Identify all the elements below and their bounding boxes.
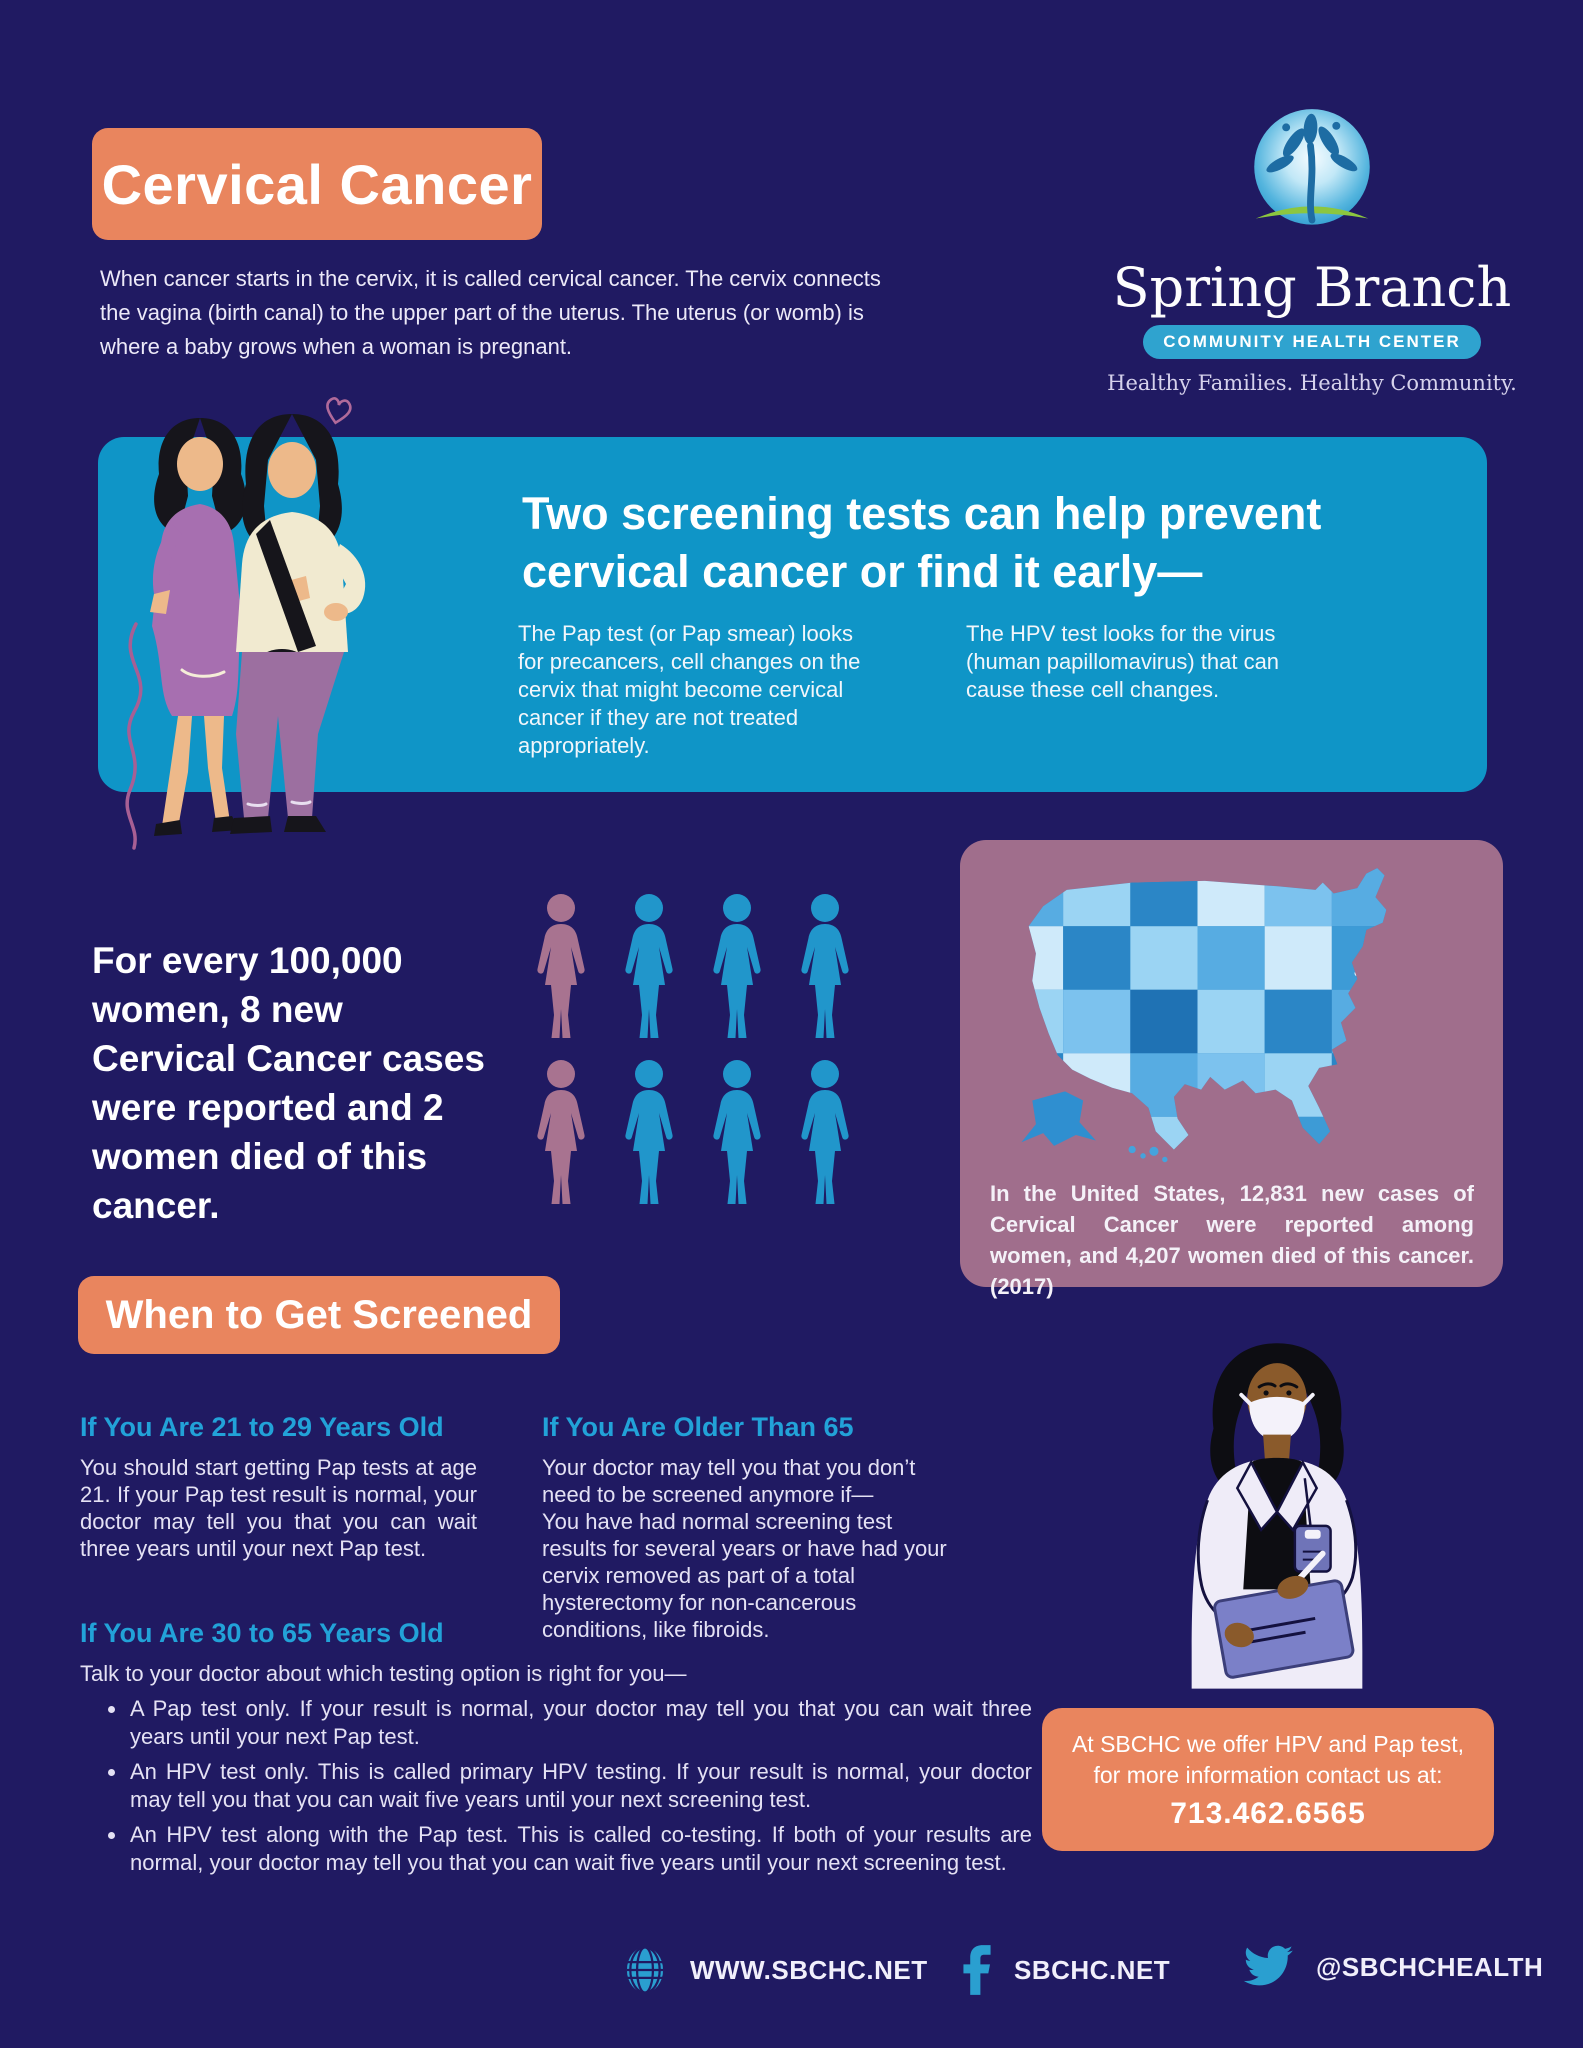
person-pictogram [530,893,902,1209]
person-icon [794,1059,856,1209]
person-icon [618,1059,680,1209]
person-icon [618,893,680,1043]
title-banner: Cervical Cancer [92,128,542,240]
section-30-65: If You Are 30 to 65 Years Old Talk to yo… [80,1618,1032,1884]
screening-card: Two screening tests can help prevent cer… [98,437,1487,792]
twitter-icon [1243,1945,1293,1986]
facebook-link[interactable]: SBCHC.NET [962,1944,1170,1996]
org-subtitle: COMMUNITY HEALTH CENTER [1143,325,1481,359]
us-stat-caption: In the United States, 12,831 new cases o… [990,1181,1474,1299]
intro-text: When cancer starts in the cervix, it is … [100,266,881,359]
website-link[interactable]: WWW.SBCHC.NET [622,1944,928,1996]
section-21-29: If You Are 21 to 29 Years Old You should… [80,1412,477,1562]
us-map-card: In the United States, 12,831 new cases o… [960,840,1503,1299]
org-logo: Spring Branch COMMUNITY HEALTH CENTER He… [1107,100,1517,395]
doctor-illustration [1191,1343,1363,1689]
section-21-29-body: You should start getting Pap tests at ag… [80,1455,477,1561]
screening-heading: Two screening tests can help prevent cer… [522,488,1322,597]
us-map-icon [1021,868,1387,1163]
person-icon [706,893,768,1043]
org-tagline: Healthy Families. Healthy Community. [1107,371,1517,395]
twitter-label: @SBCHCHEALTH [1316,1951,1544,1982]
section-older-65-title: If You Are Older Than 65 [542,1412,854,1442]
person-icon [706,1059,768,1209]
bullet-item: An HPV test only. This is called primary… [108,1758,1032,1814]
person-icon [794,893,856,1043]
twitter-link[interactable]: @SBCHCHEALTH [1242,1944,1543,1990]
testing-options-list: A Pap test only. If your result is norma… [108,1695,1032,1877]
section-21-29-title: If You Are 21 to 29 Years Old [80,1412,444,1442]
heart-doodle-icon [326,397,352,425]
when-heading: When to Get Screened [105,1292,533,1337]
two-women-illustration [125,414,366,850]
facebook-label: SBCHC.NET [1014,1954,1171,1985]
contact-line1: At SBCHC we offer HPV and Pap test, [1071,1730,1465,1757]
hpv-test-text: The HPV test looks for the virus (human … [966,621,1280,702]
bullet-item: A Pap test only. If your result is norma… [108,1695,1032,1751]
person-icon-highlight [530,1059,592,1209]
contact-line2: for more information contact us at: [1093,1761,1443,1788]
website-label: WWW.SBCHC.NET [690,1954,928,1985]
facebook-icon [963,1945,991,1995]
when-to-get-screened-banner: When to Get Screened [78,1276,560,1354]
incidence-stat-text: For every 100,000 women, 8 new Cervical … [92,940,485,1226]
org-name: Spring Branch [1112,256,1512,319]
pap-test-text: The Pap test (or Pap smear) looks for pr… [518,621,861,758]
contact-card: At SBCHC we offer HPV and Pap test, for … [1042,1708,1494,1851]
page-title: Cervical Cancer [101,152,533,216]
bullet-item: An HPV test along with the Pap test. Thi… [108,1821,1032,1877]
section-30-65-lead: Talk to your doctor about which testing … [80,1661,687,1686]
contact-phone[interactable]: 713.462.6565 [1170,1796,1366,1830]
person-icon-highlight [530,893,592,1043]
section-older-65: If You Are Older Than 65 Your doctor may… [542,1412,962,1643]
logo-tree-icon [1254,109,1370,225]
section-older-65-body: Your doctor may tell you that you don’t … [542,1455,947,1642]
footer: WWW.SBCHC.NET SBCHC.NET @SBCHCHEALTH [0,1938,1583,2008]
section-30-65-title: If You Are 30 to 65 Years Old [80,1618,444,1648]
globe-icon [626,1946,664,1994]
